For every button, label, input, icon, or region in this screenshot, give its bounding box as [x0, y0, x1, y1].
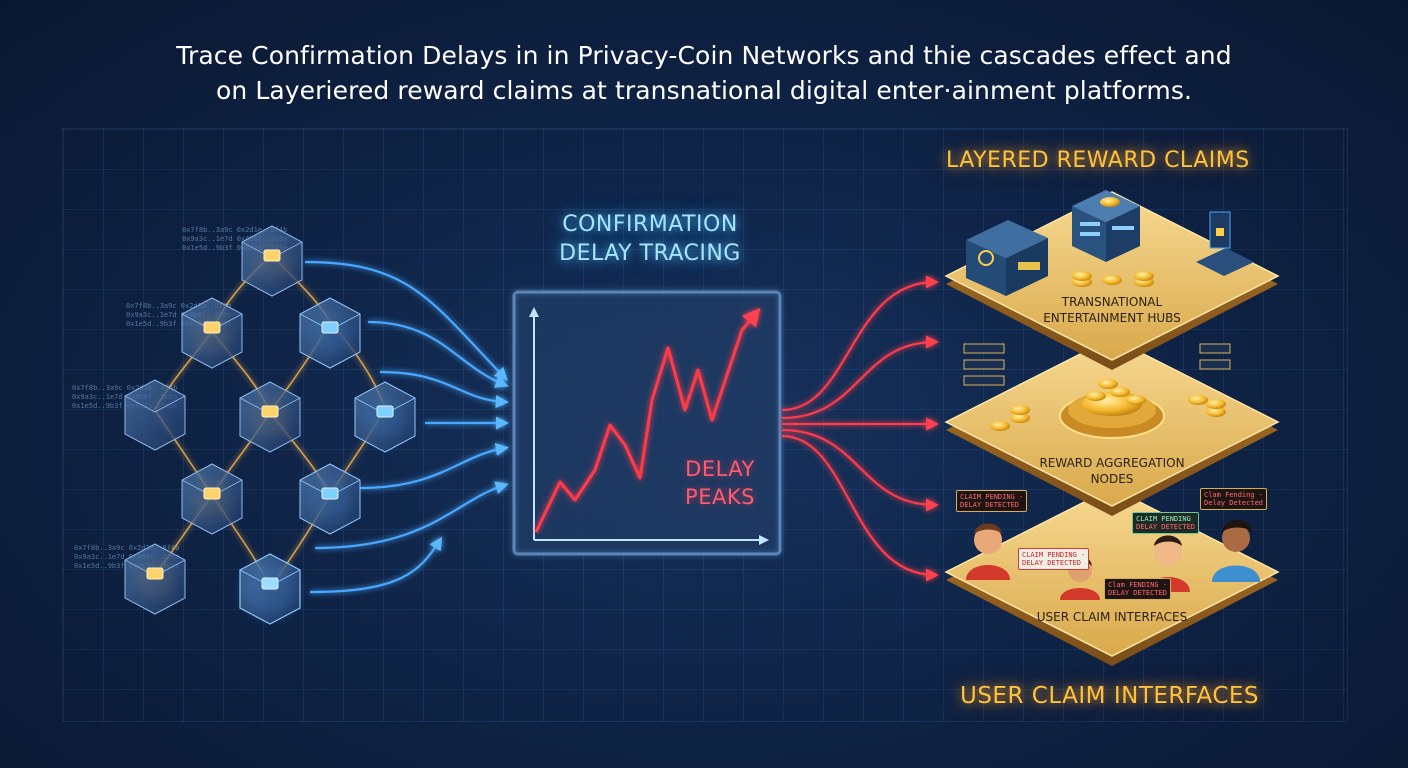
heading-line: DELAY TRACING — [520, 239, 780, 268]
badge-line: DELAY DETECTED — [960, 501, 1023, 509]
peaks-line: DELAY — [660, 455, 780, 483]
block-node — [240, 554, 300, 624]
block-node — [125, 544, 185, 614]
layer-label-line: TRANSNATIONAL — [1032, 294, 1192, 310]
claim-pending-badge: CLAIM PENDING DELAY DETECTED — [1132, 512, 1199, 534]
badge-line: Clam FENDING - — [1108, 581, 1167, 589]
badge-line: DELAY DETECTED — [1136, 523, 1195, 531]
peaks-line: PEAKS — [660, 483, 780, 511]
claim-pending-badge: CLAIM PENDING - DELAY DETECTED — [1018, 548, 1089, 570]
badge-line: CLAIM PENDING - — [1022, 551, 1085, 559]
inbound-arrow — [360, 448, 505, 488]
layer-label-entertainment-hubs: TRANSNATIONAL ENTERTAINMENT HUBS — [1032, 294, 1192, 326]
badge-line: Clam Fending - — [1204, 491, 1263, 499]
badge-line: DELAY DETECTED — [1108, 589, 1167, 597]
confirmation-delay-tracing-heading: CONFIRMATION DELAY TRACING — [520, 210, 780, 268]
layer-label-line: ENTERTAINMENT HUBS — [1032, 310, 1192, 326]
badge-line: DELAY DETECTED — [1022, 559, 1085, 567]
delay-peaks-label: DELAY PEAKS — [660, 455, 780, 511]
badge-line: Delay Detected — [1204, 499, 1263, 507]
block-node — [242, 226, 302, 296]
claim-pending-badge: Clam Fending - Delay Detected — [1200, 488, 1267, 510]
claim-pending-badge: Clam FENDING - DELAY DETECTED — [1104, 578, 1171, 600]
layer-label-line: REWARD AGGREGATION — [1032, 455, 1192, 471]
layered-reward-claims-heading: LAYERED REWARD CLAIMS — [946, 148, 1250, 173]
badge-line: CLAIM PENDING - — [960, 493, 1023, 501]
outbound-arrow — [782, 282, 935, 410]
claim-pending-badge: CLAIM PENDING - DELAY DETECTED — [956, 490, 1027, 512]
outbound-arrow — [782, 436, 935, 575]
user-claim-interfaces-heading: USER CLAIM INTERFACES — [960, 683, 1259, 709]
outbound-arrow — [782, 342, 935, 418]
blockchain-network — [125, 226, 415, 624]
layer-label-reward-aggregation: REWARD AGGREGATION NODES — [1032, 455, 1192, 487]
heading-line: CONFIRMATION — [520, 210, 780, 239]
delay-chart-panel — [514, 292, 780, 554]
block-node — [125, 380, 185, 450]
badge-line: CLAIM PENDING — [1136, 515, 1195, 523]
inbound-arrow — [368, 322, 505, 385]
block-node — [300, 464, 360, 534]
block-node — [355, 382, 415, 452]
layer-label-line: USER CLAIM INTERFACES — [1022, 609, 1202, 625]
layer-label-line: NODES — [1032, 471, 1192, 487]
outbound-arrows — [782, 282, 935, 575]
layer-label-user-claim-interfaces: USER CLAIM INTERFACES — [1022, 609, 1202, 625]
block-node — [240, 382, 300, 452]
